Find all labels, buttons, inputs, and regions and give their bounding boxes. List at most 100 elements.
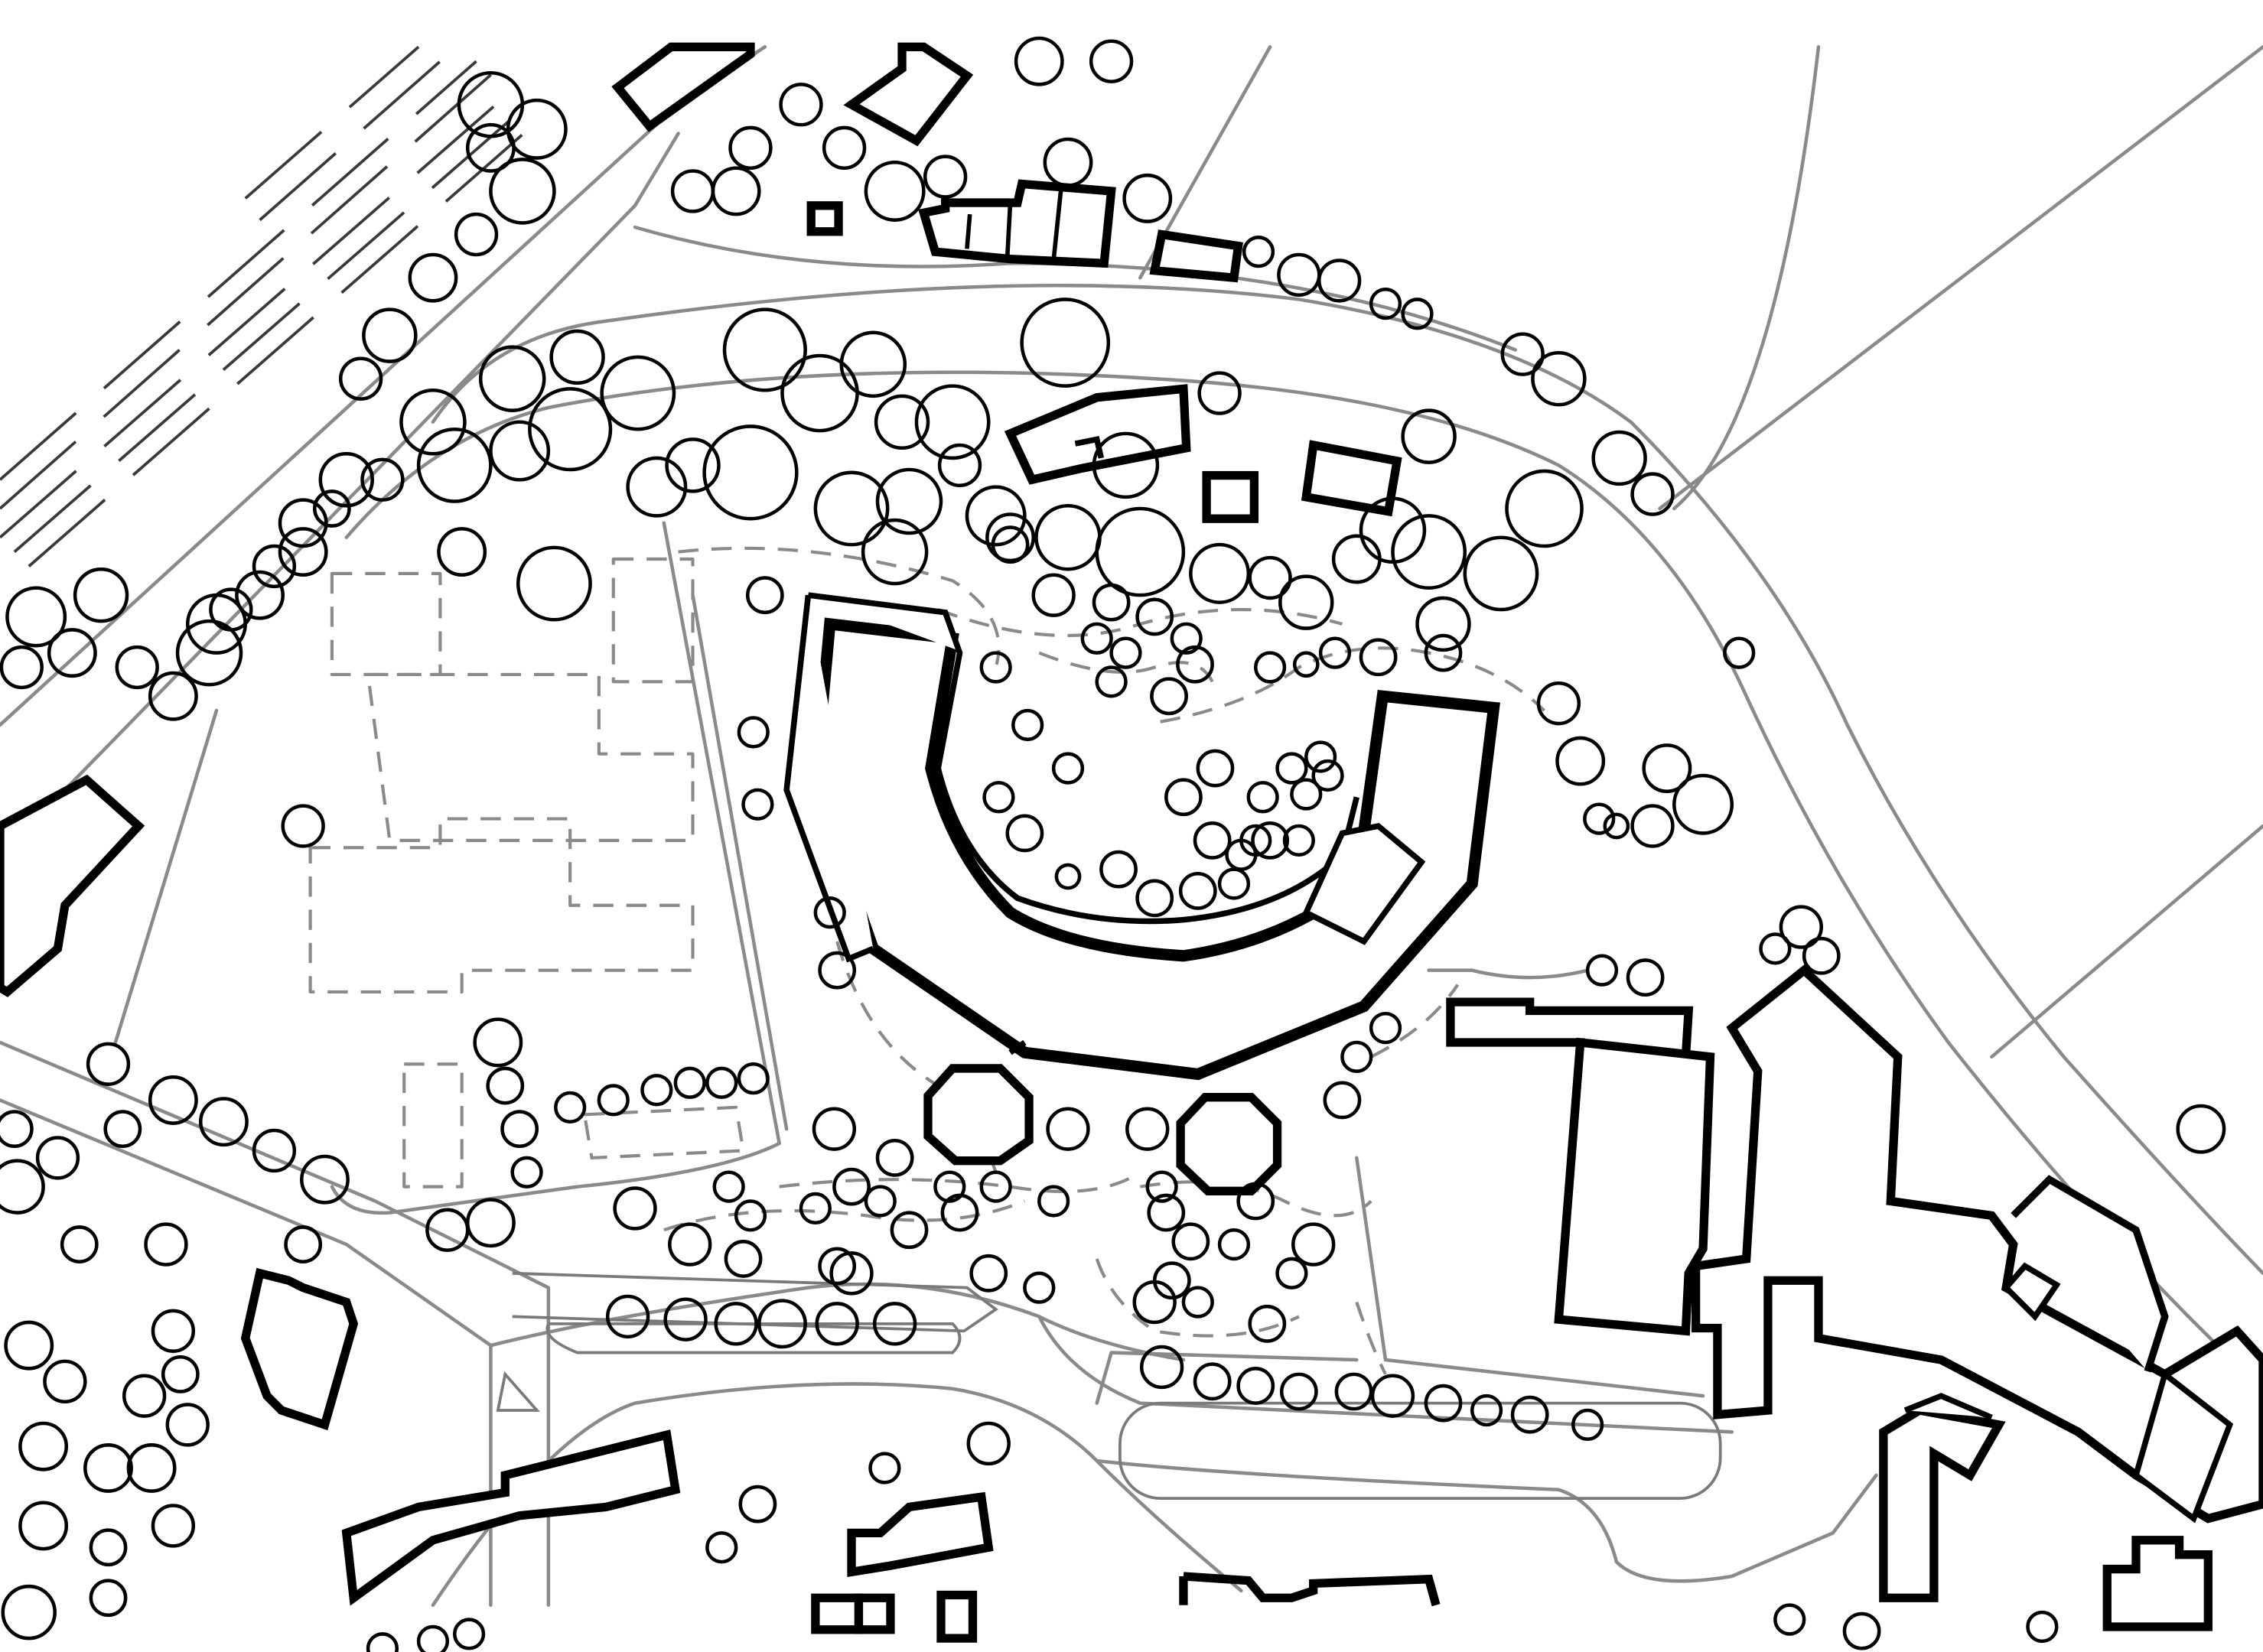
tree-canopy	[1318, 636, 1352, 669]
tree-canopy	[665, 437, 721, 493]
tree-canopy	[1415, 596, 1471, 652]
tree-canopy	[822, 125, 867, 171]
tree-canopy	[4, 1320, 54, 1371]
tree-canopy	[1603, 812, 1630, 840]
tree-canopy	[549, 329, 605, 385]
tree-canopy	[151, 1309, 196, 1353]
tree-canopy	[284, 1225, 323, 1263]
tree-canopy	[1311, 759, 1344, 792]
tree-canopy	[1317, 259, 1362, 303]
tree-canopy	[1043, 137, 1093, 187]
tree-canopy	[1630, 472, 1675, 516]
tree-canopy	[874, 394, 930, 450]
tree-canopy	[832, 1167, 871, 1206]
tree-canopy	[872, 1302, 917, 1346]
trees	[0, 36, 2226, 1652]
tree-canopy	[670, 169, 715, 213]
tree-canopy	[818, 1247, 857, 1286]
tree-canopy	[1391, 514, 1467, 590]
tree-canopy	[0, 1159, 45, 1215]
tree-canopy	[1145, 1170, 1178, 1203]
tree-canopy	[1037, 1185, 1070, 1218]
tree-canopy	[506, 98, 568, 160]
tree-canopy	[1359, 638, 1398, 677]
tree-canopy	[235, 570, 285, 620]
tree-canopy	[1282, 824, 1315, 857]
tree-canopy	[1571, 1408, 1604, 1442]
main-horseshoe-building	[783, 592, 1500, 1195]
tree-canopy	[5, 586, 67, 648]
tree-canopy	[1178, 871, 1217, 910]
tree-canopy	[89, 1528, 128, 1567]
tree-canopy	[728, 125, 773, 171]
tree-canopy	[668, 1222, 712, 1267]
tree-canopy	[757, 1299, 807, 1349]
tree-canopy	[338, 356, 383, 401]
tree-canopy	[454, 212, 499, 257]
tree-canopy	[473, 1017, 523, 1068]
tree-canopy	[1583, 802, 1616, 835]
tree-canopy	[175, 619, 243, 687]
tree-canopy	[1197, 371, 1242, 415]
tree-canopy	[714, 1302, 758, 1346]
tree-canopy	[702, 424, 799, 521]
tree-canopy	[161, 1354, 200, 1393]
tree-canopy	[1122, 173, 1173, 223]
tree-canopy	[890, 1211, 929, 1250]
tree-canopy	[1759, 932, 1792, 965]
tree-canopy	[516, 545, 592, 622]
tree-canopy	[1279, 1372, 1318, 1411]
tree-canopy	[839, 330, 907, 398]
tree-canopy	[741, 788, 774, 821]
tree-canopy	[1470, 1393, 1503, 1427]
tree-canopy	[0, 645, 44, 690]
tree-canopy	[1225, 838, 1258, 871]
tree-canopy	[1095, 665, 1128, 698]
tree-canopy	[1139, 1345, 1184, 1390]
tree-canopy	[500, 1110, 539, 1149]
tree-canopy	[1723, 636, 1756, 669]
tree-canopy	[1626, 958, 1665, 997]
tree-canopy	[1170, 622, 1203, 655]
tree-canopy	[1031, 573, 1076, 617]
tree-canopy	[605, 1294, 650, 1339]
tree-canopy	[1323, 1081, 1362, 1120]
tree-canopy	[1046, 1107, 1090, 1151]
tree-canopy	[165, 1403, 210, 1447]
tree-canopy	[1500, 332, 1545, 376]
tree-canopy	[554, 1091, 587, 1124]
tree-canopy	[478, 345, 546, 412]
tree-canopy	[1005, 814, 1044, 853]
tree-canopy	[1193, 1362, 1232, 1401]
tree-canopy	[923, 154, 968, 199]
tree-canopy	[600, 355, 676, 431]
tree-canopy	[510, 1156, 543, 1189]
tree-canopy	[933, 1170, 966, 1203]
tree-canopy	[1164, 778, 1203, 817]
tree-canopy	[1176, 645, 1214, 684]
tree-canopy	[1135, 597, 1174, 636]
tree-canopy	[312, 489, 351, 528]
tree-canopy	[1585, 954, 1619, 987]
tree-canopy	[1424, 633, 1463, 672]
tree-canopy	[465, 122, 516, 173]
tree-canopy	[1, 1584, 57, 1641]
tree-canopy	[198, 1097, 249, 1147]
tree-canopy	[185, 593, 247, 655]
tree-canopy	[613, 1186, 657, 1231]
tree-canopy	[1092, 583, 1131, 622]
tree-canopy	[626, 456, 688, 518]
tree-canopy	[966, 1421, 1011, 1466]
tree-canopy	[1248, 555, 1292, 600]
tree-canopy	[663, 1297, 708, 1341]
tree-canopy	[86, 1042, 131, 1086]
tree-canopy	[300, 1154, 350, 1205]
tree-canopy	[673, 1066, 706, 1099]
tree-canopy	[486, 1066, 525, 1105]
tree-canopy	[465, 1198, 516, 1248]
tree-canopy	[1536, 681, 1581, 726]
tree-canopy	[1193, 821, 1232, 860]
tree-canopy	[1802, 936, 1841, 975]
tree-canopy	[362, 307, 418, 363]
tree-canopy	[83, 1443, 133, 1493]
